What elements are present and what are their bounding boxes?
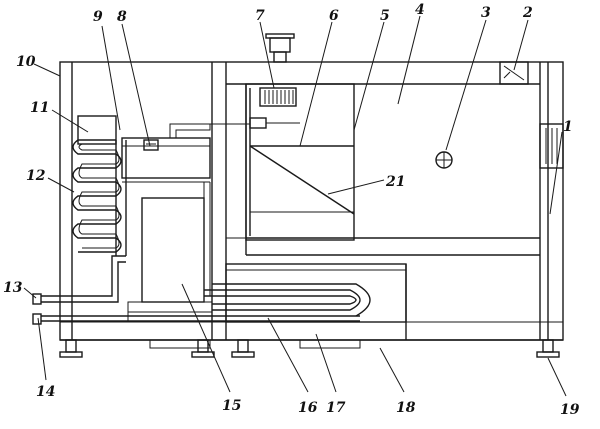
water-box-9 bbox=[121, 117, 300, 179]
label-8: 8 bbox=[117, 9, 127, 25]
cabinet-frame bbox=[59, 61, 564, 341]
label-16: 16 bbox=[298, 400, 318, 416]
label-7: 7 bbox=[255, 8, 265, 24]
chamber-4 bbox=[226, 83, 540, 256]
base-feet bbox=[59, 339, 563, 358]
leader-lines bbox=[23, 15, 567, 397]
part-labels: 1 2 3 4 5 6 7 8 9 10 11 12 13 14 15 16 1… bbox=[3, 2, 580, 418]
label-21: 21 bbox=[385, 174, 405, 190]
label-12: 12 bbox=[26, 168, 46, 184]
label-9: 9 bbox=[93, 9, 103, 25]
label-6: 6 bbox=[329, 8, 339, 24]
door-handle-1 bbox=[539, 123, 564, 169]
label-18: 18 bbox=[396, 400, 416, 416]
label-17: 17 bbox=[326, 400, 346, 416]
sensor-3 bbox=[435, 151, 453, 169]
label-19: 19 bbox=[560, 402, 580, 418]
label-5: 5 bbox=[380, 8, 390, 24]
label-1: 1 bbox=[563, 119, 573, 135]
label-4: 4 bbox=[415, 2, 425, 18]
label-3: 3 bbox=[481, 5, 491, 21]
label-2: 2 bbox=[522, 5, 533, 21]
coil-12 bbox=[72, 139, 127, 256]
pipe-13 bbox=[32, 255, 126, 305]
compressor-15 bbox=[122, 181, 213, 323]
label-14: 14 bbox=[36, 384, 55, 400]
label-13: 13 bbox=[3, 280, 23, 296]
label-11: 11 bbox=[30, 100, 49, 116]
pipe-14 bbox=[32, 313, 360, 325]
fan-2 bbox=[499, 61, 529, 85]
condenser-coil-16 bbox=[204, 263, 407, 340]
motor-7 bbox=[265, 33, 295, 63]
label-10: 10 bbox=[16, 54, 36, 70]
air-box-5 bbox=[245, 83, 355, 241]
label-15: 15 bbox=[222, 398, 241, 414]
